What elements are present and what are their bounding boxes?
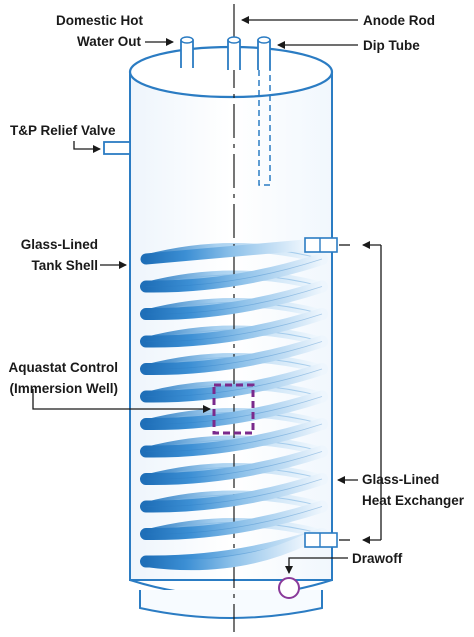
coil-front-strand [140, 445, 328, 486]
label-aquastat-line2: (Immersion Well) [9, 381, 118, 396]
leader-lines [32, 16, 382, 574]
coil-fittings [304, 237, 338, 548]
label-domestic-hot-line1: Domestic Hot [56, 13, 144, 28]
coil-outlet-run [140, 534, 311, 571]
aquastat-well [212, 383, 255, 435]
label-domestic-hot-line2: Water Out [77, 34, 142, 49]
label-tank-shell-line1: Glass-Lined [21, 237, 98, 252]
coil-front-strand [140, 253, 328, 293]
coil-front-outline [145, 258, 323, 287]
coil-front-strand [140, 335, 328, 376]
label-aquastat-line1: Aquastat Control [9, 360, 119, 375]
dip-tube-interior [258, 70, 271, 186]
coil-front-outline [145, 423, 323, 452]
label-anode-rod: Anode Rod [363, 13, 435, 28]
coil-front-outline [145, 451, 323, 480]
label-tp-relief-valve: T&P Relief Valve [10, 123, 116, 138]
coil-front-outline [145, 313, 323, 342]
coil-front-strand [140, 390, 328, 431]
coil-front-strand [140, 363, 328, 403]
coil-inlet-run [140, 239, 311, 265]
tank-base [139, 590, 323, 619]
coil-front-strand [140, 500, 328, 541]
coil-front-outline [145, 478, 323, 507]
drawoff-valve [278, 577, 300, 599]
coil-front-outline [145, 286, 323, 315]
coil-front-strands [140, 239, 328, 571]
label-heat-exchanger-line1: Glass-Lined [362, 472, 439, 487]
label-dip-tube: Dip Tube [363, 38, 420, 53]
coil-front-outline [145, 396, 323, 425]
tp-relief-valve [103, 141, 131, 155]
coil-front-outline [145, 368, 323, 397]
coil-front-outline [145, 341, 323, 370]
coil-front-strand [140, 473, 328, 513]
coil-front-strand [140, 308, 328, 348]
label-heat-exchanger-line2: Heat Exchanger [362, 493, 465, 508]
label-tank-shell-line2: Tank Shell [31, 258, 98, 273]
coil-front-strand [140, 418, 328, 458]
coil-front-outline [145, 506, 323, 535]
top-pipes [180, 36, 271, 70]
label-drawoff: Drawoff [352, 551, 403, 566]
coil-front-strand [140, 280, 328, 321]
